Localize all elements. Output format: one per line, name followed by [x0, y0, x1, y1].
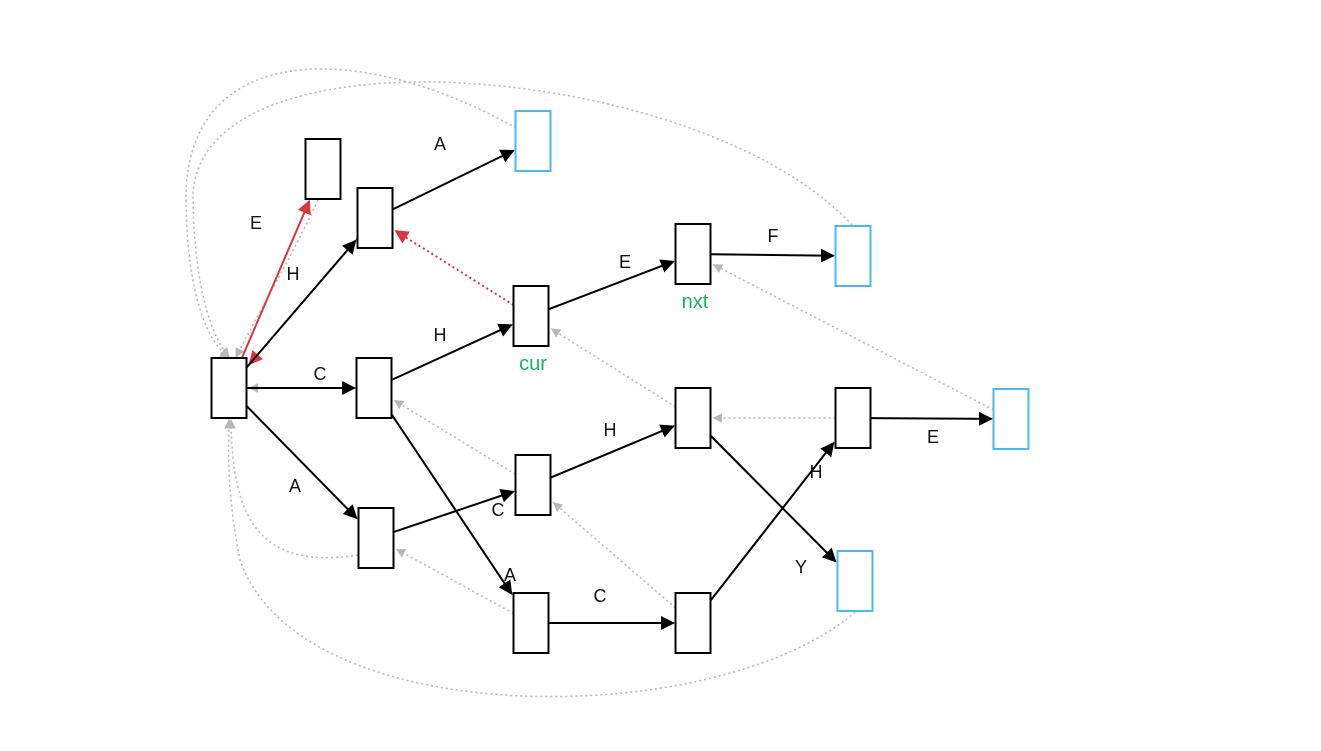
trie-node-e: [304, 138, 342, 200]
trie-node-che: [674, 223, 712, 285]
terminal-node-ha: [514, 110, 552, 172]
trie-edge-c-ch: [391, 323, 513, 381]
trie-edges: [240, 149, 993, 630]
trie-edge-h-ha: [392, 149, 515, 211]
edge-label-c-ca: A: [504, 565, 516, 585]
edge-labels: E H C A A H A E F C H Y C H E: [250, 134, 939, 606]
trie-node-h: [356, 187, 394, 249]
pointer-label-cur: cur: [519, 353, 547, 375]
edge-label-root-e: E: [250, 213, 262, 233]
trie-edge-ac-ach: [550, 424, 675, 479]
edge-label-ach-achy: Y: [795, 557, 807, 577]
fail-link-ch-h: [394, 230, 515, 306]
fail-link-ach-ch: [550, 328, 676, 408]
fail-link-ha-root: [185, 68, 517, 358]
trie-edge-root-h: [245, 239, 357, 369]
trie-edge-cac-cach: [709, 441, 835, 602]
terminal-node-achy: [836, 550, 874, 612]
trie-node-c: [355, 357, 393, 419]
trie-node-ca: [512, 592, 550, 654]
edge-label-ch-che: E: [619, 252, 631, 272]
trie-edge-root-e: [240, 199, 311, 359]
edge-label-ca-cac: C: [594, 586, 607, 606]
edge-label-root-c: C: [314, 364, 327, 384]
pointer-label-nxt: nxt: [682, 291, 709, 313]
trie-node-a: [357, 507, 395, 569]
trie-node-root: [210, 357, 248, 419]
trie-edge-che-chef: [710, 248, 835, 263]
edge-label-root-a: A: [289, 476, 301, 496]
trie-node-ch: [512, 285, 550, 347]
trie-node-cach: [834, 387, 872, 449]
fail-link-ac-c: [393, 399, 516, 476]
trie-nodes: [210, 110, 1030, 654]
trie-edge-root-a: [245, 405, 358, 520]
trie-edge-a-ac: [393, 488, 515, 534]
trie-edge-ach-achy: [709, 434, 837, 563]
terminal-node-chef: [834, 225, 872, 287]
edge-label-cac-cach: H: [810, 462, 823, 482]
fail-link-cac-ac: [552, 502, 677, 609]
fail-link-chef-root: [192, 81, 853, 358]
edge-label-h-ha: A: [434, 134, 446, 154]
fail-link-ca-a: [395, 548, 514, 615]
edge-label-cach-cache: E: [927, 427, 939, 447]
edge-label-root-h: H: [287, 264, 300, 284]
trie-edge-ch-che: [548, 259, 675, 311]
terminal-node-cache: [992, 388, 1030, 450]
trie-node-cac: [674, 592, 712, 654]
trie-node-ach: [674, 387, 712, 449]
fail-link-achy-root: [223, 419, 856, 698]
trie-node-ac: [514, 454, 552, 516]
edge-label-ac-ach: H: [604, 420, 617, 440]
pointer-labels: cur nxt: [519, 291, 709, 375]
fail-links: [185, 68, 994, 698]
trie-edge-cach-cache: [870, 411, 993, 426]
trie-edge-c-ca: [390, 413, 513, 595]
edge-label-c-ch: H: [434, 325, 447, 345]
edge-label-che-chef: F: [768, 226, 779, 246]
edge-label-a-ac: C: [492, 500, 505, 520]
